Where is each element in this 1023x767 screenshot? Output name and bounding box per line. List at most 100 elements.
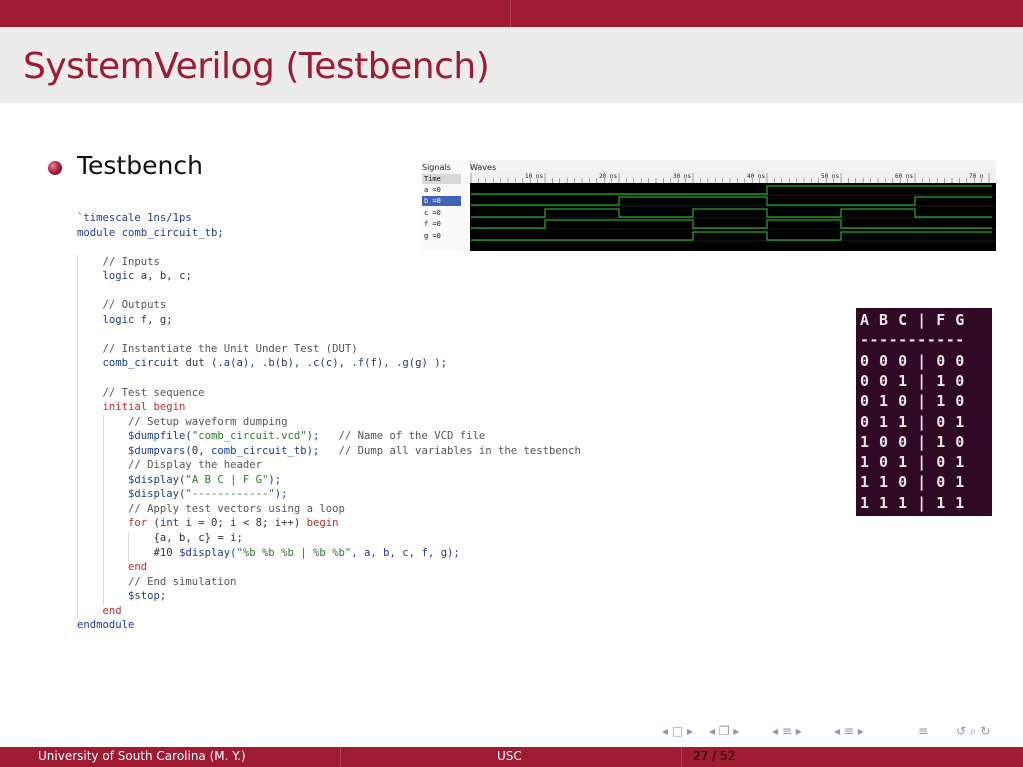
code-line: $dumpfile("comb_circuit.vcd"); // Name o… <box>77 429 581 444</box>
code-token: i = 0; i < 8; i++) <box>185 517 307 530</box>
code-token: // Dump all variables in the testbench <box>319 444 581 457</box>
nav-search-back-icon[interactable]: ↺ ⌕ ↻ <box>956 724 991 738</box>
terminal-line: 0 0 1 | 1 0 <box>860 371 965 390</box>
terminal-line: 0 1 0 | 1 0 <box>860 392 965 411</box>
code-line: for (int i = 0; i < 8; i++) begin <box>77 516 581 531</box>
code-line: // Display the header <box>77 458 581 473</box>
wave-trace-f <box>471 219 992 229</box>
code-token: $dumpfile( <box>128 430 192 443</box>
code-token: f <box>370 357 377 370</box>
terminal-line: 1 1 0 | 0 1 <box>860 473 965 492</box>
waves-header: Waves <box>470 163 497 172</box>
terminal-line: 0 0 0 | 0 0 <box>860 351 965 370</box>
nav-align-icon[interactable]: ≡ <box>918 724 929 738</box>
code-token: // Inputs <box>102 255 160 268</box>
code-token: a <box>236 357 243 370</box>
code-token: // Display the header <box>128 459 262 472</box>
terminal-line: 1 0 0 | 1 0 <box>860 432 965 451</box>
signal-a[interactable]: a =0 <box>424 186 441 194</box>
nav-subsection-list-icon[interactable]: ◂ ≡ ▸ <box>834 724 864 738</box>
code-token: $display( <box>128 488 186 501</box>
signals-header: Signals <box>422 163 451 172</box>
code-token <box>77 547 154 559</box>
signal-g[interactable]: g =0 <box>424 232 441 240</box>
code-token <box>77 605 103 617</box>
code-line: #10 $display("%b %b %b | %b %b", a, b, c… <box>77 546 581 561</box>
bullet-dot-icon <box>48 161 62 175</box>
code-line: logic a, b, c; <box>77 269 581 284</box>
code-line: $stop; <box>77 589 581 604</box>
nav-frame-prev-icon[interactable]: ◂ □ ▸ <box>662 724 694 738</box>
code-token: b <box>281 357 288 370</box>
code-line: // Apply test vectors using a loop <box>77 502 581 517</box>
code-token: ), .g( <box>376 357 416 370</box>
code-token: $display( <box>179 546 237 559</box>
code-token <box>77 314 103 326</box>
code-token: // Outputs <box>102 299 167 312</box>
code-token: ); <box>306 430 320 443</box>
time-label: 20 ns <box>599 173 617 180</box>
code-token: end <box>128 561 148 574</box>
time-label: 60 ns <box>895 173 913 180</box>
code-token: #10 <box>153 546 180 559</box>
code-token: $display( <box>128 473 186 486</box>
code-token: "A B C | F G" <box>185 473 269 486</box>
signal-time[interactable]: Time <box>422 174 461 184</box>
nav-subsection-icon[interactable]: ◂ ❐ ▸ <box>709 724 740 738</box>
code-token: module <box>77 226 122 239</box>
code-token: endmodule <box>77 619 135 632</box>
code-token: // Apply test vectors using a loop <box>128 502 345 515</box>
title-bar <box>0 27 1023 103</box>
code-line: logic f, g; <box>77 313 581 328</box>
time-ruler <box>470 170 996 183</box>
wave-trace-a <box>471 185 992 195</box>
terminal-line: 1 1 1 | 1 1 <box>860 493 965 512</box>
code-token: comb_circuit_tb; <box>121 226 224 239</box>
footer-divider <box>681 747 682 767</box>
code-token: comb_circuit_tb); <box>210 444 320 457</box>
code-token: begin <box>306 517 339 530</box>
code-token: f, g; <box>140 313 173 326</box>
code-line: // Setup waveform dumping <box>77 415 581 430</box>
code-token: comb_circuit <box>102 357 186 370</box>
footer-short-title: USC <box>497 749 522 763</box>
code-line <box>77 284 581 299</box>
terminal-line: ----------- <box>860 331 965 350</box>
code-token: logic <box>102 313 141 326</box>
indent-guide <box>128 532 129 562</box>
slide-title: SystemVerilog (Testbench) <box>23 46 490 87</box>
code-token: // Setup waveform dumping <box>128 415 288 428</box>
signal-b[interactable]: b =0 <box>422 196 461 206</box>
time-label: 70 n <box>969 173 984 180</box>
terminal-line: 0 1 1 | 0 1 <box>860 412 965 431</box>
bullet-text: Testbench <box>77 151 203 180</box>
code-token: ); <box>274 488 288 501</box>
code-line: module comb_circuit_tb; <box>77 226 581 241</box>
time-label: 30 ns <box>673 173 691 180</box>
code-token: ), .b( <box>242 357 282 370</box>
code-line: end <box>77 560 581 575</box>
code-line: // Outputs <box>77 298 581 313</box>
terminal-line: 1 0 1 | 0 1 <box>860 453 965 472</box>
code-token: a, b, c; <box>140 270 192 283</box>
code-token: ), .c( <box>287 357 326 370</box>
nav-section-icon[interactable]: ◂ ≡ ▸ <box>772 724 802 738</box>
code-line <box>77 327 581 342</box>
signal-f[interactable]: f =0 <box>424 220 441 228</box>
code-line: // Test sequence <box>77 386 581 401</box>
code-token: $stop; <box>128 590 167 603</box>
signals-panel: Signals Time a =0 b =0 c =0 f =0 g =0 <box>420 160 471 251</box>
code-token <box>77 387 103 399</box>
code-token: c <box>325 357 333 370</box>
waves-background <box>470 170 996 251</box>
time-label: 10 ns <box>525 173 543 180</box>
signal-c[interactable]: c =0 <box>424 209 441 217</box>
code-token: // End simulation <box>128 575 237 588</box>
code-line <box>77 371 581 386</box>
code-token: // Name of the VCD file <box>319 430 486 443</box>
code-token: dut ( <box>185 357 218 370</box>
time-label: 40 ns <box>747 173 765 180</box>
code-token: int <box>159 517 186 530</box>
